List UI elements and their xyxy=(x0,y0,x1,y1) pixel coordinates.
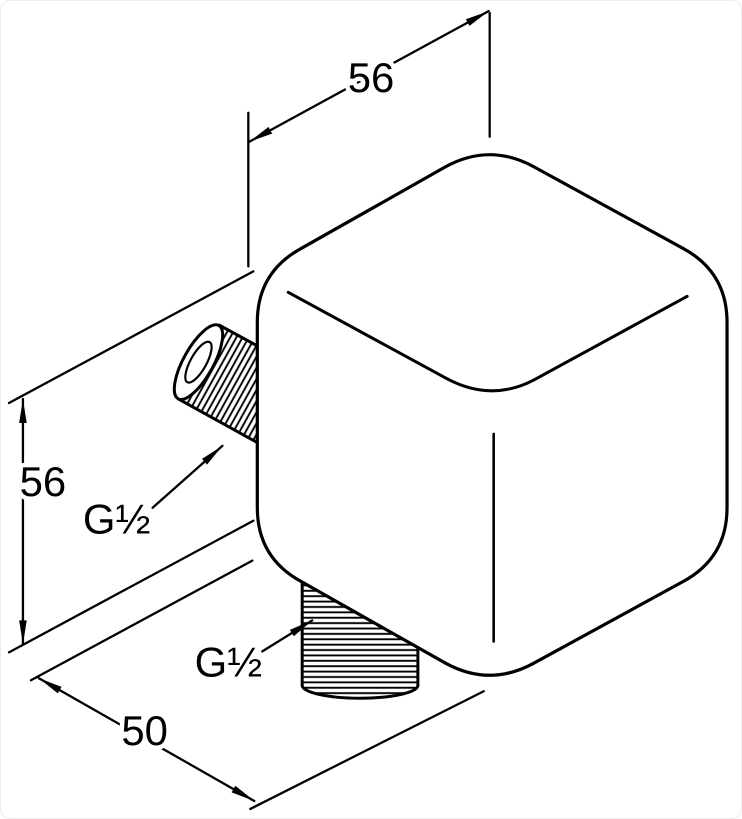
leader-arrow-outlet-thread xyxy=(261,619,314,653)
elbow-body xyxy=(255,153,729,677)
wall-thread-bore xyxy=(184,340,213,384)
top-dimension-label: 56 xyxy=(348,54,395,101)
bottom-dimension-label: 50 xyxy=(121,707,168,754)
wall-thread-lower-edge xyxy=(177,397,265,448)
extension-line-bottom-right xyxy=(249,690,485,811)
body-top-front-edge xyxy=(286,290,689,393)
outlet-thread-bottom-cap xyxy=(300,683,420,700)
extension-line-left-lower xyxy=(7,519,255,654)
wall-thread-surface xyxy=(178,325,267,447)
body-silhouette xyxy=(255,153,729,677)
wall-thread-label: G½ xyxy=(83,496,151,543)
extension-line-bottom-left xyxy=(29,559,254,682)
leader-arrow-wall-thread xyxy=(151,444,224,509)
wall-connection-thread xyxy=(172,323,267,448)
dimension-line-top xyxy=(248,9,490,143)
outlet-thread-label: G½ xyxy=(195,638,263,685)
left-dimension-label: 56 xyxy=(20,458,67,505)
dimension-line-bottom xyxy=(37,677,256,803)
dimension-annotations xyxy=(7,9,491,811)
extension-line-left-upper xyxy=(7,270,255,405)
